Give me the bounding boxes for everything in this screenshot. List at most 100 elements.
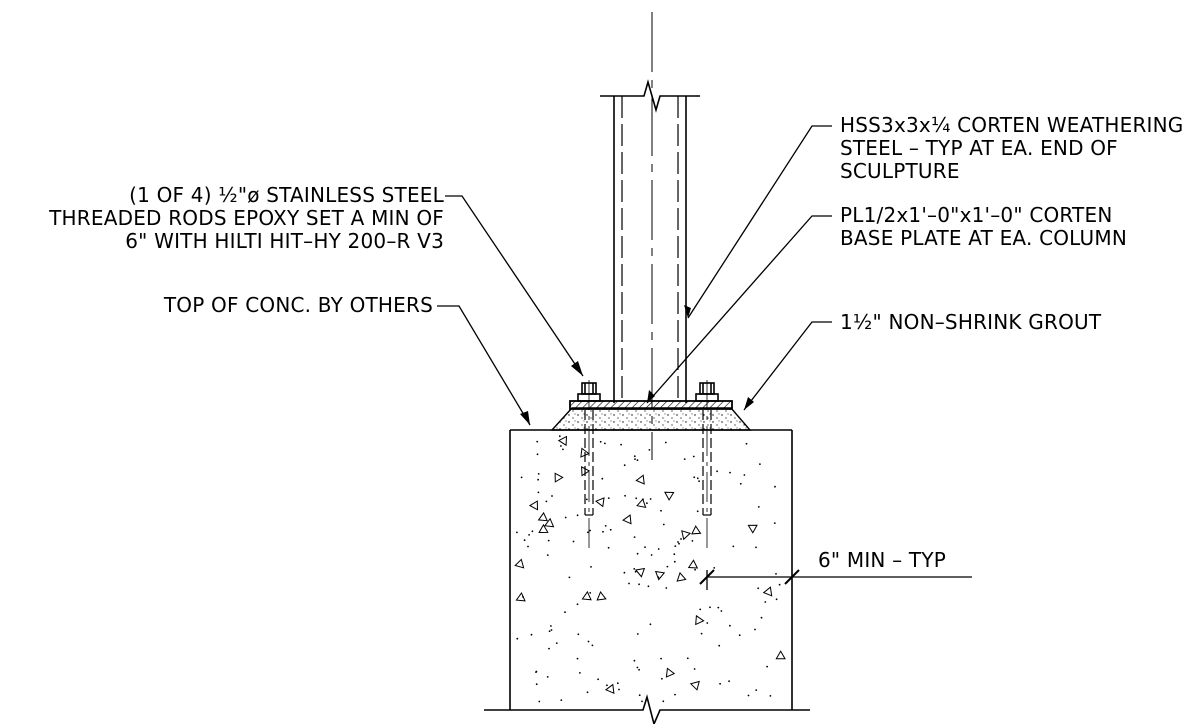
aggregate-dot [589, 529, 591, 532]
aggregate-dot [677, 541, 679, 543]
aggregate-dot [604, 442, 606, 445]
aggregate-dot [757, 506, 760, 508]
aggregate-dot [638, 583, 640, 586]
hss-column [613, 96, 687, 403]
aggregate-dot [638, 694, 641, 697]
aggregate-dot [516, 531, 518, 534]
aggregate-dot [550, 629, 553, 631]
threaded-rods-note: (1 OF 4) ½"ø STAINLESS STEEL THREADED RO… [49, 184, 444, 253]
aggregate-dot [678, 542, 680, 545]
aggregate-dot [747, 694, 750, 697]
aggregate-dot [729, 624, 731, 627]
aggregate-dot [633, 568, 636, 570]
aggregate-dot [692, 455, 695, 458]
aggregate-dot [755, 546, 757, 549]
aggregate-dot [732, 545, 735, 548]
aggregate-dot [537, 491, 540, 494]
aggregate-triangle [747, 524, 758, 534]
aggregate-dot [754, 628, 756, 631]
aggregate-dot [660, 657, 662, 660]
aggregate-dot [577, 633, 580, 636]
aggregate-triangle [665, 667, 676, 678]
aggregate-dot [778, 583, 781, 586]
aggregate-dot [760, 616, 763, 619]
top-of-concrete-line-1: TOP OF CONC. BY OTHERS [163, 293, 433, 317]
aggregate-triangle [580, 447, 590, 458]
aggregate-dot [548, 647, 550, 650]
aggregate-dot [537, 478, 539, 481]
dimension-note: 6" MIN – TYP [818, 549, 946, 572]
aggregate-dot [729, 471, 731, 474]
aggregate-dot [555, 642, 558, 644]
aggregate-dot [657, 548, 660, 550]
aggregate-dot [636, 633, 639, 635]
aggregate-dot [728, 680, 730, 683]
threaded-rods-line-3: 6" WITH HILTI HIT–HY 200–R V3 [125, 229, 444, 253]
aggregate-dot [590, 566, 592, 568]
aggregate-dot [769, 695, 772, 697]
aggregate-dot [686, 657, 689, 660]
grout-bed [550, 407, 752, 431]
aggregate-dot [546, 554, 549, 556]
aggregate-dot [527, 545, 529, 548]
aggregate-dot [774, 485, 776, 488]
base-plate-note: PL1/2x1'–0"x1'–0" CORTEN BASE PLATE AT E… [840, 204, 1127, 250]
threaded-rods-line-1: (1 OF 4) ½"ø STAINLESS STEEL [129, 183, 444, 207]
aggregate-dot [706, 622, 709, 624]
aggregate-dot [635, 497, 638, 500]
anchor-rod-left [584, 410, 594, 516]
aggregate-dot [538, 700, 541, 703]
base-plate-line-2: BASE PLATE AT EA. COLUMN [840, 226, 1127, 250]
aggregate-triangle [515, 591, 526, 602]
aggregate-dot [616, 682, 619, 685]
aggregate-dot [694, 568, 696, 571]
aggregate-triangle [514, 558, 525, 569]
aggregate-dot [713, 567, 716, 569]
aggregate-dot [576, 514, 579, 517]
aggregate-dot [547, 539, 550, 542]
aggregate-triangle [538, 523, 549, 534]
aggregate-triangle [622, 514, 632, 525]
aggregate-dot [587, 640, 590, 643]
aggregate-triangle [634, 567, 646, 578]
aggregate-dot [537, 473, 540, 475]
aggregate-dot [550, 625, 552, 627]
aggregate-triangle [581, 590, 592, 601]
aggregate-dot [720, 610, 723, 612]
aggregate-dot [757, 587, 760, 590]
aggregate-dot [650, 554, 653, 556]
aggregate-dot [602, 530, 604, 533]
aggregate-dot [739, 482, 742, 485]
dimension-line-1: 6" MIN – TYP [818, 548, 947, 572]
aggregate-triangle [695, 614, 705, 626]
aggregate-triangle [775, 650, 786, 660]
aggregate-dot [535, 683, 538, 686]
column-break-line [600, 79, 700, 113]
pier-break-line [484, 694, 810, 724]
aggregate-dot [775, 598, 778, 601]
aggregate-dot [693, 476, 696, 479]
aggregate-dot [579, 672, 581, 674]
aggregate-dot [560, 445, 562, 447]
aggregate-dot [773, 522, 776, 524]
aggregate-dot [520, 476, 523, 479]
aggregate-dot [535, 671, 537, 673]
aggregate-dot [636, 459, 639, 462]
aggregate-dot [597, 678, 599, 681]
aggregate-dot [546, 676, 549, 678]
aggregate-dot [545, 500, 548, 503]
aggregate-dot [623, 571, 626, 574]
aggregate-triangle [595, 497, 605, 508]
aggregate-dot [719, 682, 721, 685]
aggregate-dot [618, 688, 620, 691]
aggregate-dot [755, 689, 758, 691]
aggregate-dot [700, 632, 703, 635]
hss-line-3: SCULPTURE [840, 159, 960, 183]
aggregate-dot [633, 536, 636, 538]
aggregate-triangle [543, 517, 555, 528]
aggregate-dot [766, 665, 768, 668]
aggregate-dot [775, 573, 777, 575]
aggregate-dot [591, 644, 594, 647]
threaded-rods-line-2: THREADED RODS EPOXY SET A MIN OF [49, 206, 444, 230]
